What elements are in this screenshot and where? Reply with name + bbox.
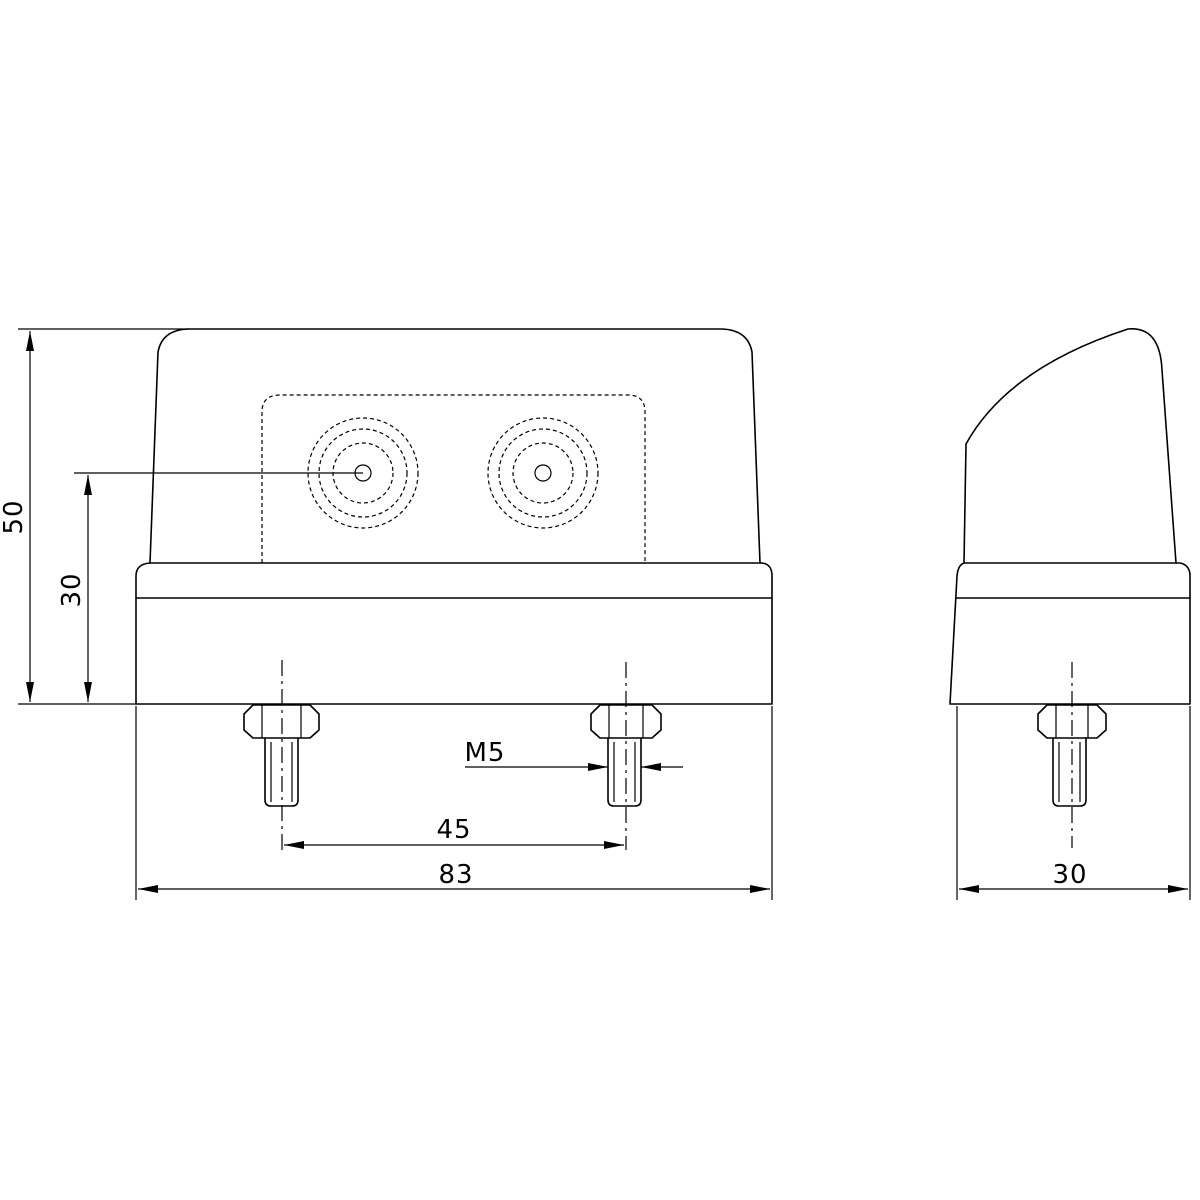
stud-right <box>590 662 662 850</box>
side-view <box>949 328 1191 848</box>
dim-height-30: 30 <box>57 472 363 702</box>
dim-width-45: 45 <box>284 815 624 849</box>
stud-left <box>243 660 320 850</box>
dim-thread-m5-label: M5 <box>465 738 506 768</box>
front-view <box>135 328 773 850</box>
lens-window-hidden <box>261 394 646 563</box>
dim-depth-30: 30 <box>956 706 1191 900</box>
side-base <box>949 562 1191 705</box>
dim-width-45-label: 45 <box>436 815 471 845</box>
dim-thread-m5: M5 <box>465 738 683 771</box>
side-stud <box>1037 662 1107 848</box>
side-housing-upper <box>963 328 1177 564</box>
dim-height-50-label: 50 <box>0 499 29 534</box>
dim-depth-30-label: 30 <box>1052 860 1087 890</box>
dim-width-83-label: 83 <box>438 860 473 890</box>
dim-height-50: 50 <box>0 328 188 702</box>
dim-width-83: 83 <box>135 706 773 900</box>
lamp-right <box>487 417 599 529</box>
dim-height-30-label: 30 <box>57 572 87 607</box>
front-housing-upper <box>149 328 761 564</box>
front-base <box>135 562 773 705</box>
